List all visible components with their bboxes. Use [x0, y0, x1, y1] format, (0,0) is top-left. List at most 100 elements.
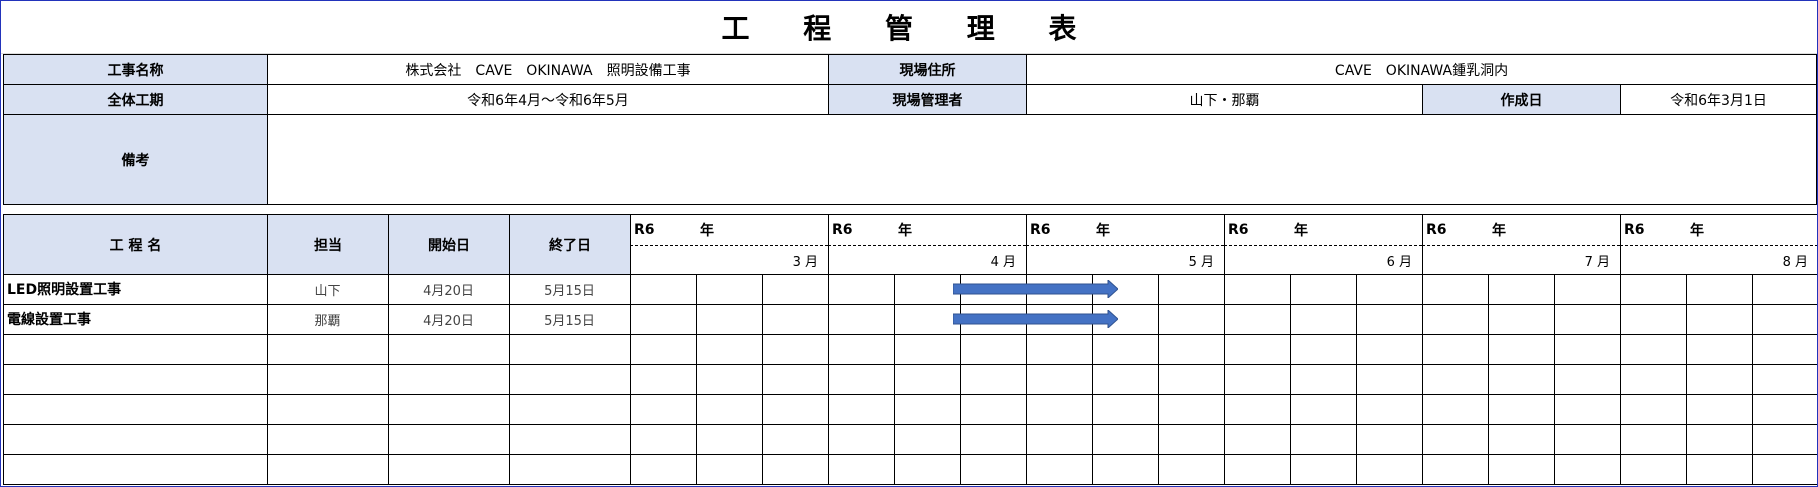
gantt-cell[interactable] — [1488, 304, 1555, 335]
gantt-cell[interactable] — [762, 454, 829, 485]
gantt-cell[interactable] — [696, 304, 763, 335]
gantt-cell[interactable] — [960, 394, 1027, 425]
start-date-cell[interactable]: 4月20日 — [388, 274, 510, 305]
gantt-cell[interactable] — [828, 334, 895, 365]
gantt-cell[interactable] — [762, 274, 829, 305]
end-date-cell[interactable]: 5月15日 — [509, 304, 631, 335]
gantt-cell[interactable] — [1290, 304, 1357, 335]
gantt-cell[interactable] — [1554, 304, 1621, 335]
gantt-cell[interactable] — [960, 454, 1027, 485]
gantt-cell[interactable] — [696, 334, 763, 365]
gantt-cell[interactable] — [1158, 424, 1225, 455]
gantt-cell[interactable] — [1422, 394, 1489, 425]
gantt-cell[interactable] — [894, 304, 961, 335]
gantt-cell[interactable] — [1686, 394, 1753, 425]
gantt-cell[interactable] — [1422, 364, 1489, 395]
person-cell[interactable]: 山下 — [267, 274, 389, 305]
gantt-cell[interactable] — [1290, 334, 1357, 365]
gantt-cell[interactable] — [1290, 394, 1357, 425]
gantt-cell[interactable] — [1752, 334, 1817, 365]
end-date-cell[interactable] — [509, 334, 631, 365]
gantt-cell[interactable] — [1752, 454, 1817, 485]
gantt-cell[interactable] — [894, 454, 961, 485]
process-name-cell[interactable] — [3, 454, 268, 485]
gantt-cell[interactable] — [1752, 304, 1817, 335]
gantt-cell[interactable] — [1026, 334, 1093, 365]
person-cell[interactable] — [267, 454, 389, 485]
gantt-cell[interactable] — [1092, 424, 1159, 455]
gantt-cell[interactable] — [1686, 274, 1753, 305]
gantt-cell[interactable] — [1554, 454, 1621, 485]
gantt-cell[interactable] — [960, 364, 1027, 395]
gantt-cell[interactable] — [1554, 274, 1621, 305]
person-cell[interactable]: 那覇 — [267, 304, 389, 335]
gantt-cell[interactable] — [630, 424, 697, 455]
person-cell[interactable] — [267, 364, 389, 395]
end-date-cell[interactable] — [509, 424, 631, 455]
gantt-cell[interactable] — [1290, 454, 1357, 485]
gantt-cell[interactable] — [960, 424, 1027, 455]
start-date-cell[interactable] — [388, 454, 510, 485]
gantt-cell[interactable] — [1356, 454, 1423, 485]
gantt-cell[interactable] — [696, 274, 763, 305]
gantt-cell[interactable] — [1224, 394, 1291, 425]
gantt-cell[interactable] — [1158, 304, 1225, 335]
gantt-cell[interactable] — [1488, 394, 1555, 425]
gantt-cell[interactable] — [1752, 394, 1817, 425]
gantt-cell[interactable] — [1290, 274, 1357, 305]
gantt-cell[interactable] — [1026, 454, 1093, 485]
gantt-cell[interactable] — [1224, 304, 1291, 335]
gantt-cell[interactable] — [894, 424, 961, 455]
gantt-cell[interactable] — [1752, 274, 1817, 305]
gantt-cell[interactable] — [630, 334, 697, 365]
gantt-cell[interactable] — [1488, 364, 1555, 395]
gantt-cell[interactable] — [696, 364, 763, 395]
gantt-cell[interactable] — [1620, 274, 1687, 305]
gantt-cell[interactable] — [762, 394, 829, 425]
project-name-value[interactable]: 株式会社 CAVE OKINAWA 照明設備工事 — [267, 54, 829, 85]
created-date-value[interactable]: 令和6年3月1日 — [1620, 84, 1817, 115]
gantt-cell[interactable] — [696, 454, 763, 485]
gantt-cell[interactable] — [762, 334, 829, 365]
gantt-cell[interactable] — [1488, 424, 1555, 455]
gantt-cell[interactable] — [1554, 424, 1621, 455]
gantt-cell[interactable] — [1488, 334, 1555, 365]
person-cell[interactable] — [267, 334, 389, 365]
gantt-cell[interactable] — [1092, 454, 1159, 485]
gantt-cell[interactable] — [630, 364, 697, 395]
gantt-cell[interactable] — [1356, 274, 1423, 305]
gantt-cell[interactable] — [1686, 334, 1753, 365]
gantt-cell[interactable] — [1422, 424, 1489, 455]
person-cell[interactable] — [267, 424, 389, 455]
gantt-cell[interactable] — [894, 364, 961, 395]
process-name-cell[interactable] — [3, 334, 268, 365]
gantt-cell[interactable] — [1554, 394, 1621, 425]
gantt-cell[interactable] — [1290, 364, 1357, 395]
gantt-cell[interactable] — [1158, 364, 1225, 395]
gantt-cell[interactable] — [828, 274, 895, 305]
gantt-cell[interactable] — [1356, 304, 1423, 335]
gantt-cell[interactable] — [1158, 394, 1225, 425]
gantt-cell[interactable] — [1092, 394, 1159, 425]
gantt-cell[interactable] — [1290, 424, 1357, 455]
gantt-cell[interactable] — [1092, 274, 1159, 305]
gantt-cell[interactable] — [828, 364, 895, 395]
start-date-cell[interactable] — [388, 364, 510, 395]
process-name-cell[interactable] — [3, 424, 268, 455]
gantt-cell[interactable] — [1224, 424, 1291, 455]
gantt-cell[interactable] — [1092, 364, 1159, 395]
person-cell[interactable] — [267, 394, 389, 425]
process-name-cell[interactable] — [3, 364, 268, 395]
gantt-cell[interactable] — [1620, 364, 1687, 395]
gantt-cell[interactable] — [1158, 334, 1225, 365]
gantt-cell[interactable] — [1554, 364, 1621, 395]
schedule-bar-arrow[interactable] — [952, 278, 1120, 300]
gantt-cell[interactable] — [1752, 424, 1817, 455]
gantt-cell[interactable] — [828, 424, 895, 455]
gantt-cell[interactable] — [960, 334, 1027, 365]
gantt-cell[interactable] — [1554, 334, 1621, 365]
gantt-cell[interactable] — [894, 274, 961, 305]
gantt-cell[interactable] — [1356, 334, 1423, 365]
gantt-cell[interactable] — [1620, 454, 1687, 485]
gantt-cell[interactable] — [630, 274, 697, 305]
